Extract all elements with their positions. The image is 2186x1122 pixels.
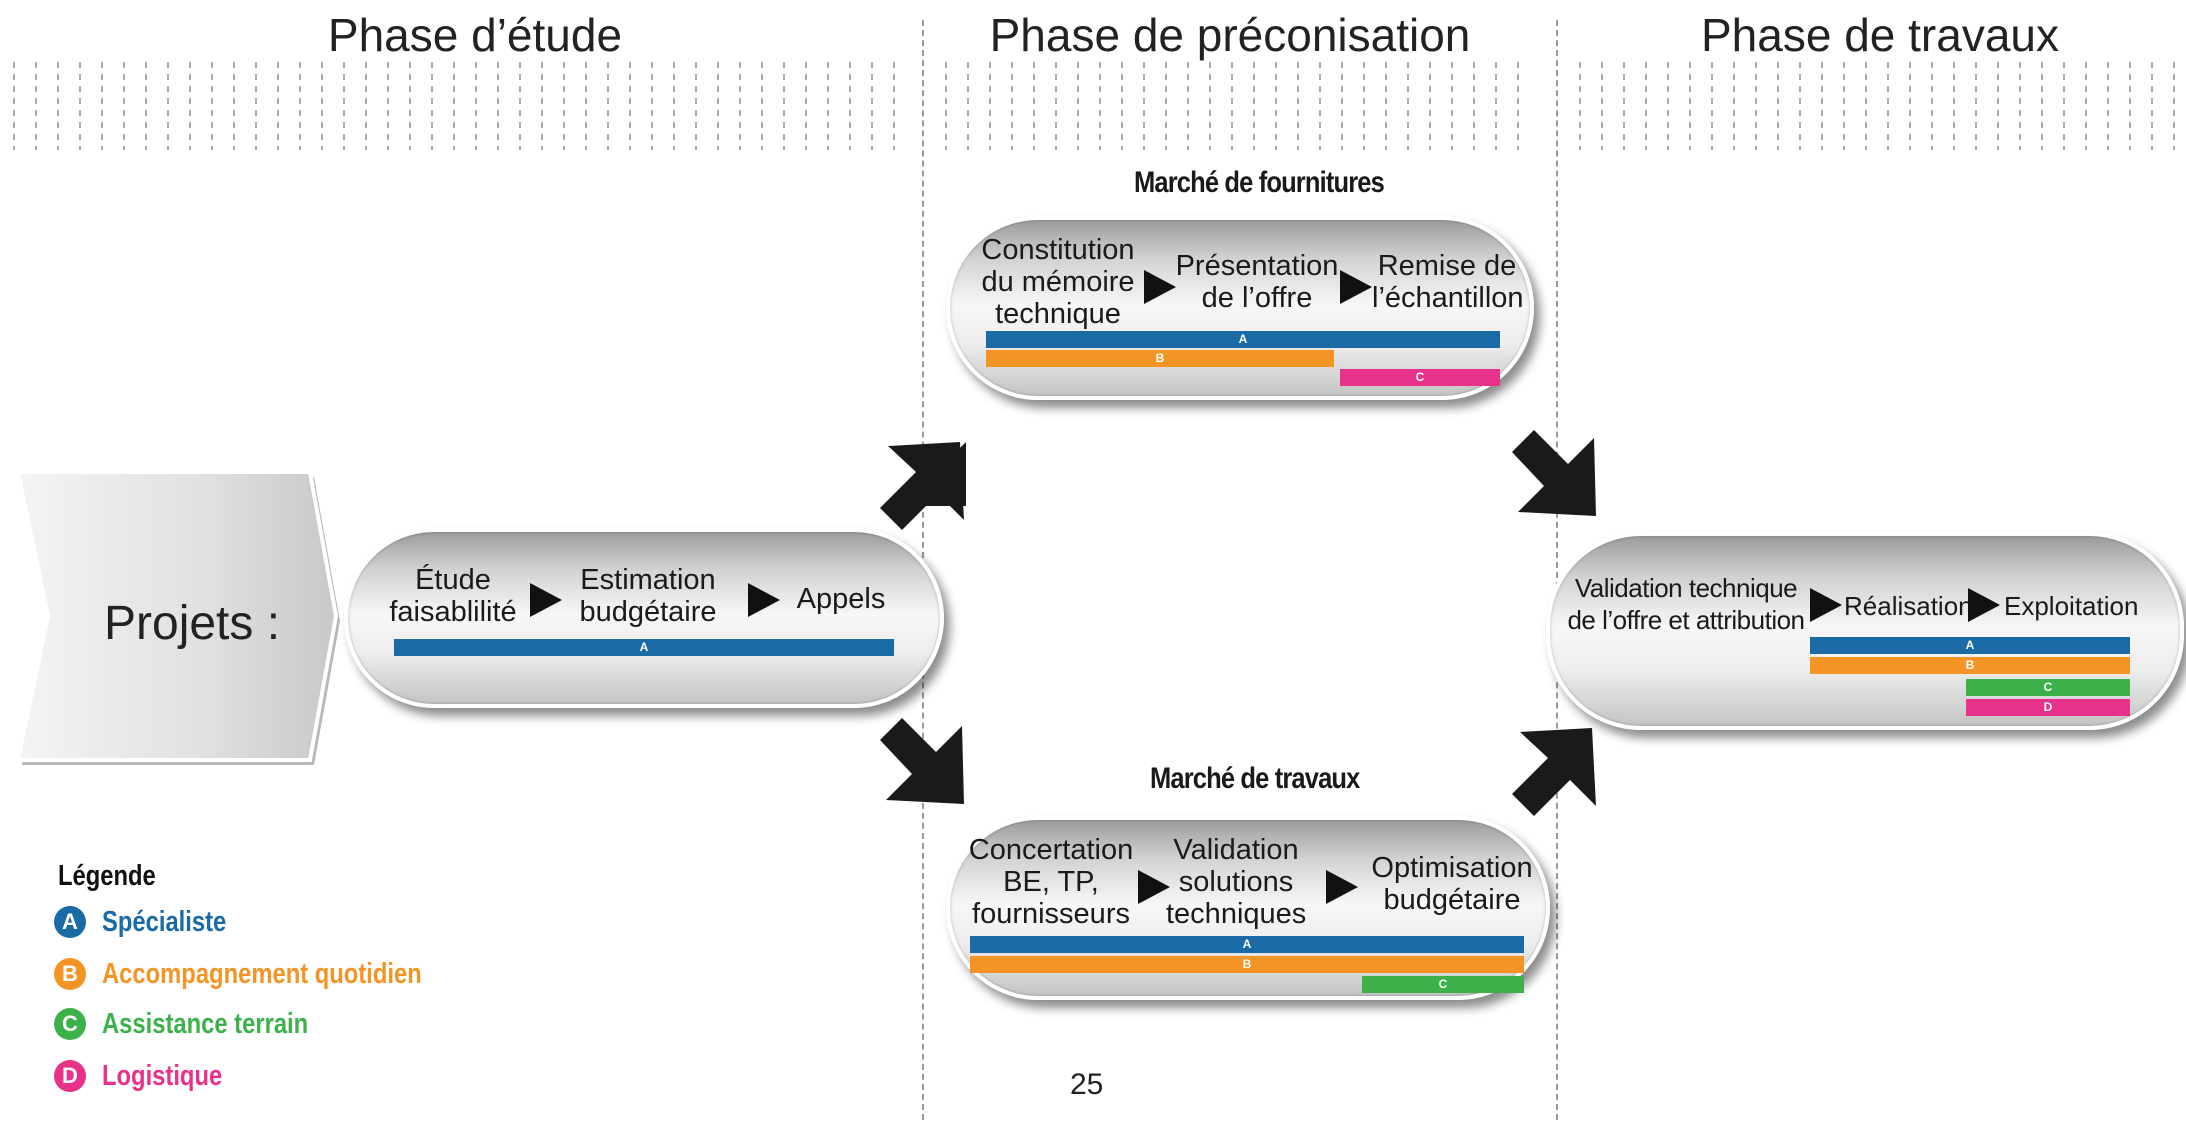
travaux-marche-step-optimisation: Optimisation budgétaire (1371, 852, 1533, 916)
legend-label-d: Logistique (102, 1060, 223, 1092)
page-number: 25 (1070, 1068, 1104, 1101)
realisation-bar-c: C (1966, 679, 2130, 696)
fournitures-title: Marché de fournitures (1134, 166, 1385, 199)
legend-badge-d: D (54, 1060, 86, 1092)
fournitures-process-pill (946, 216, 1534, 400)
travaux-marche-title: Marché de travaux (1150, 762, 1360, 795)
fournitures-step-presentation: Présentation de l’offre (1175, 250, 1339, 314)
realisation-step-realisation: Réalisation (1844, 591, 1973, 621)
projets-chevron-shape (15, 470, 340, 765)
projets-label: Projets : (104, 597, 281, 650)
phase-title-etude: Phase d’étude (327, 9, 623, 61)
fournitures-step-remise: Remise de l’échantillon (1372, 250, 1524, 314)
fournitures-bar-a: A (986, 331, 1500, 348)
legend-label-c: Assistance terrain (102, 1008, 309, 1040)
arrow-icon (1512, 430, 1596, 516)
play-triangle-icon (1326, 870, 1358, 904)
play-triangle-icon (1340, 270, 1372, 304)
travaux-marche-bar-c: C (1362, 976, 1524, 993)
etude-bar-a: A (394, 639, 894, 656)
fournitures-bar-c: C (1340, 369, 1500, 386)
legend-title: Légende (58, 860, 156, 892)
realisation-step-validation: Validation technique de l’offre et attri… (1567, 573, 1805, 635)
play-triangle-icon (1138, 870, 1170, 904)
play-triangle-icon (1810, 588, 1842, 622)
etude-step-estimation: Estimation budgétaire (579, 564, 717, 628)
phase-tick-row (13, 62, 2175, 150)
realisation-bar-a: A (1810, 637, 2130, 654)
etude-process-pill (344, 528, 944, 708)
play-triangle-icon (530, 583, 562, 617)
legend-badge-c: C (54, 1008, 86, 1040)
play-triangle-icon (748, 583, 780, 617)
etude-step-faisabilite: Étude faisablilité (389, 564, 517, 628)
arrow-icon (880, 718, 964, 804)
legend-badge-b: B (54, 958, 86, 990)
legend-badge-a: A (54, 906, 86, 938)
travaux-marche-step-validation: Validation solutions techniques (1166, 834, 1307, 930)
play-triangle-icon (1968, 588, 2000, 622)
phase-title-travaux: Phase de travaux (1700, 9, 2059, 61)
travaux-marche-bar-b: B (970, 956, 1524, 973)
fournitures-bar-b: B (986, 350, 1334, 367)
realisation-process-pill (1546, 532, 2184, 730)
travaux-marche-bar-a: A (970, 936, 1524, 953)
play-triangle-icon (1144, 270, 1176, 304)
fournitures-step-memoire: Constitution du mémoire technique (981, 234, 1135, 330)
realisation-bar-d: D (1966, 699, 2130, 716)
legend-label-b: Accompagnement quotidien (102, 958, 422, 990)
etude-step-appels: Appels (796, 583, 886, 615)
arrow-icon (880, 442, 966, 530)
travaux-marche-step-concertation: Concertation BE, TP, fournisseurs (968, 834, 1134, 930)
realisation-step-exploitation: Exploitation (2004, 591, 2139, 621)
legend-label-a: Spécialiste (102, 906, 227, 938)
phase-separator-2 (1556, 20, 1558, 1120)
phase-title-preconisation: Phase de préconisation (989, 9, 1471, 61)
arrow-icon (1512, 728, 1596, 816)
realisation-bar-b: B (1810, 657, 2130, 674)
